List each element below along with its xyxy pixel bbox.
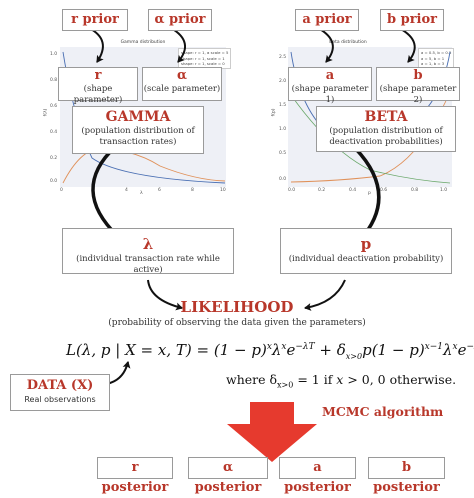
r-posterior-box: r posterior	[97, 457, 173, 495]
alpha-prior-box: α prior	[148, 9, 212, 31]
arrow-p-to-likelihood	[304, 279, 346, 311]
beta-legend-item: a = 5, b = 1	[421, 55, 445, 61]
beta-legend-item: a = 0.5, b = 0.5	[421, 50, 452, 55]
lambda-box: λ (individual transaction rate while act…	[62, 228, 234, 275]
b-prior-box: b prior	[380, 9, 444, 31]
p-box: p (individual deactivation probability)	[280, 228, 452, 274]
arrow-beta-to-p	[353, 146, 381, 242]
a-posterior-box: a posterior	[279, 457, 356, 495]
gamma-y-tick: 0.4	[50, 130, 58, 135]
gamma-box: GAMMA (population distribution of transa…	[72, 106, 204, 154]
beta-y-tick: 2.0	[279, 79, 287, 84]
arrow-r-prior	[88, 27, 104, 63]
beta-plot-title: Beta distribution	[329, 40, 367, 45]
gamma-x-tick: 4	[125, 188, 128, 193]
r-parameter-box: r (shape parameter)	[58, 67, 138, 105]
gamma-y-tick: 1.0	[50, 52, 58, 57]
beta-title: BETA	[364, 109, 408, 125]
b-symbol: b	[413, 68, 423, 83]
gamma-y-tick: 0.2	[50, 156, 58, 161]
arrow-a-prior	[317, 27, 334, 63]
arrow-lambda-to-likelihood	[147, 279, 183, 311]
likelihood-description: (probability of observing the data given…	[108, 318, 366, 328]
gamma-x-tick: 6	[158, 188, 161, 193]
b-posterior-box: b posterior	[368, 457, 445, 495]
likelihood-title: LIKELIHOOD	[180, 298, 294, 316]
beta-x-tick: 1.0	[440, 188, 448, 193]
beta-description: (population distribution of deactivation…	[329, 126, 443, 147]
likelihood-formula: L(λ, p | X = x, T) = (1 − p)xλxe−λT + δx…	[66, 341, 474, 361]
beta-x-tick: 0.8	[411, 188, 419, 193]
p-description: (individual deactivation probability)	[288, 254, 444, 264]
gamma-y-tick: 0.6	[50, 104, 58, 109]
p-symbol: p	[360, 235, 372, 253]
beta-x-tick: 0.2	[318, 188, 326, 193]
lambda-description: (individual transaction rate while activ…	[76, 254, 220, 275]
beta-y-tick: 0.5	[279, 151, 287, 156]
mcmc-arrow	[227, 402, 317, 462]
r-prior-box: r prior	[62, 9, 128, 31]
beta-x-label: p	[368, 191, 371, 196]
gamma-x-tick: 8	[191, 188, 194, 193]
beta-y-tick: 2.5	[279, 55, 287, 60]
alpha-description: (scale parameter)	[143, 84, 221, 94]
gamma-legend-item: shape: r = 1, α scale = 5	[181, 50, 229, 55]
beta-x-tick: 0.4	[349, 188, 357, 193]
beta-y-tick: 1.5	[279, 103, 287, 108]
gamma-x-tick: 0	[60, 188, 63, 193]
gamma-curve-orange	[62, 147, 226, 184]
gamma-plot-title: Gamma distribution	[120, 40, 166, 45]
gamma-legend-item: shape: r = 1, scale = 1	[181, 55, 225, 61]
a-description: (shape parameter 1)	[291, 84, 369, 105]
a-symbol: a	[325, 68, 335, 83]
beta-x-tick: 0.0	[288, 188, 296, 193]
data-title: DATA (X)	[26, 378, 94, 393]
gamma-legend-item: shape: r = 1, scale = 0	[181, 61, 225, 66]
beta-y-tick: 0.0	[279, 177, 287, 182]
data-description: Real observations	[24, 395, 96, 404]
arrow-alpha-prior	[170, 27, 186, 63]
gamma-y-tick: 0.0	[50, 179, 58, 184]
a-prior-box: a prior	[295, 9, 359, 31]
mcmc-label: MCMC algorithm	[322, 404, 444, 419]
formula-condition: where δx>0 = 1 if x > 0, 0 otherwise.	[226, 372, 457, 390]
gamma-x-tick: 10	[220, 188, 226, 193]
alpha-posterior-box: α posterior	[188, 457, 268, 495]
beta-legend-item: a = 1, b = 3	[421, 61, 445, 66]
bayesian-model-diagram: Gamma distribution f(λ) λ 1.0 0.8 0.6 0.…	[10, 9, 474, 495]
arrow-b-prior	[398, 27, 416, 63]
beta-x-tick: 0.6	[380, 188, 388, 193]
gamma-x-label: λ	[140, 191, 143, 196]
beta-y-tick: 1.0	[279, 127, 287, 132]
alpha-parameter-box: α (scale parameter)	[142, 67, 222, 101]
beta-box: BETA (population distribution of deactiv…	[316, 106, 456, 152]
lambda-symbol: λ	[142, 235, 154, 253]
b-description: (shape parameter 2)	[379, 84, 457, 105]
gamma-description: (population distribution of transaction …	[81, 126, 195, 147]
alpha-symbol: α	[176, 68, 187, 83]
data-box: DATA (X) Real observations	[10, 374, 110, 411]
b-parameter-box: b (shape parameter 2)	[376, 67, 460, 105]
gamma-y-tick: 0.8	[50, 78, 58, 83]
gamma-title: GAMMA	[105, 109, 171, 125]
r-description: (shape parameter)	[73, 84, 123, 105]
a-parameter-box: a (shape parameter 1)	[288, 67, 372, 105]
r-symbol: r	[94, 68, 102, 83]
